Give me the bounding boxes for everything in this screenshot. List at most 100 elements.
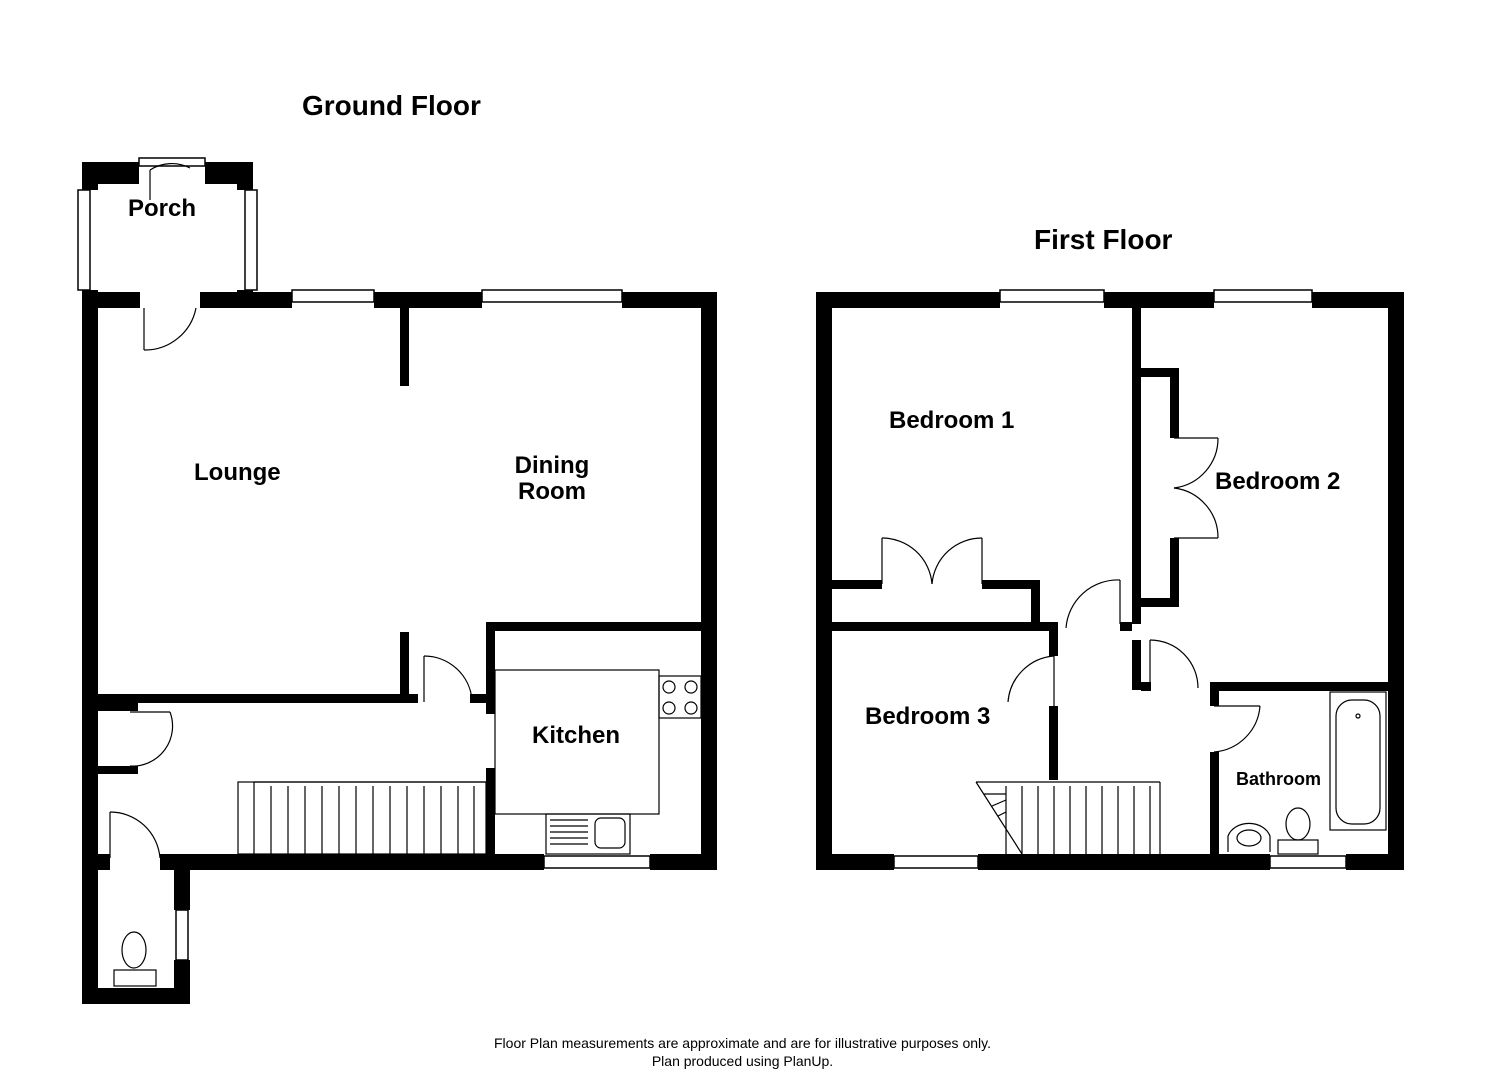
bed1-wardrobe-side [1031, 580, 1040, 624]
bath [1329, 691, 1387, 831]
ground-stair-treads [253, 782, 475, 854]
lounge-window [291, 289, 375, 303]
main-top-wall-3 [374, 292, 482, 308]
room-label-bedroom-2: Bedroom 2 [1215, 468, 1341, 495]
bed2-wardrobe-bottom [1141, 598, 1179, 607]
bathroom-window [1269, 855, 1347, 869]
kitchen-window [543, 855, 651, 869]
bed1-wardrobe-right [982, 580, 1040, 589]
toilet-bowl [121, 931, 147, 969]
porch-wall-left-top [82, 162, 98, 190]
bed1-door-swing [1065, 579, 1121, 629]
main-left-wall [82, 292, 98, 1004]
bed2-wardrobe-side-top [1170, 368, 1179, 438]
first-floor-title: First Floor [1034, 224, 1173, 255]
bed1-window [999, 289, 1105, 303]
porch-wall-right-top [237, 162, 253, 190]
lounge-dining-divider-top [400, 308, 409, 386]
bathroom-basin [1227, 822, 1271, 852]
main-top-wall-2 [200, 292, 292, 308]
dining-window [481, 289, 623, 303]
bed2-wardrobe-door-swing [1173, 437, 1219, 489]
bed2-wardrobe-top [1141, 368, 1179, 377]
ground-floor-windows [77, 157, 651, 961]
ff-bottom-wall-3 [1346, 854, 1404, 870]
wc-bottom-wall [82, 988, 190, 1004]
front-door-swing [149, 163, 191, 171]
wc-door-swing [109, 811, 161, 859]
toilet-cistern [113, 969, 157, 987]
hob-ring [662, 680, 676, 694]
room-label-bedroom-1: Bedroom 1 [889, 407, 1015, 434]
bed3-top-wall [832, 622, 1054, 631]
ff-top-wall-1 [816, 292, 1000, 308]
bed2-bottom-wall-left [1141, 682, 1151, 691]
ff-bottom-wall-2 [978, 854, 1270, 870]
lounge-dining-divider-bottom [400, 632, 409, 700]
ground-floor-plan [82, 162, 717, 1004]
basin-bowl [1236, 829, 1262, 847]
bed3-right-wall-bottom [1049, 706, 1058, 780]
ff-top-wall-3 [1312, 292, 1404, 308]
bed2-lower-divider [1132, 640, 1141, 690]
room-label-porch: Porch [128, 195, 197, 222]
cupboard-door-swing [129, 711, 174, 767]
room-label-bathroom: Bathroom [1236, 769, 1321, 789]
footer-disclaimer: Floor Plan measurements are approximate … [0, 1034, 1485, 1070]
bathroom-left-wall-top [1210, 682, 1219, 706]
sink-drainer [550, 819, 588, 845]
bed2-window [1213, 289, 1313, 303]
bed3-door-swing [1007, 655, 1055, 703]
room-label-kitchen: Kitchen [532, 722, 621, 749]
first-floor-windows [893, 289, 1347, 869]
bath-plug [1355, 713, 1361, 719]
ground-floor-fixtures [109, 163, 702, 987]
room-label-bedroom-3: Bedroom 3 [865, 703, 991, 730]
main-top-wall-4 [622, 292, 717, 308]
bed2-door-swing [1149, 639, 1199, 689]
footer-line-1: Floor Plan measurements are approximate … [494, 1035, 991, 1051]
room-label-lounge: Lounge [194, 459, 281, 486]
bed3-window [893, 855, 979, 869]
hob-ring [684, 680, 698, 694]
ground-stairs [237, 781, 487, 855]
wc-right-wall [174, 854, 190, 910]
porch-window-left [77, 189, 91, 291]
bed1-wardrobe-left [832, 580, 882, 589]
sink-bowl [594, 817, 626, 849]
main-bottom-wall-2 [650, 854, 717, 870]
bed2-wardrobe-side-bottom [1170, 538, 1179, 606]
dining-room-line-2: Room [518, 478, 586, 505]
bathroom-top-wall [1210, 682, 1388, 691]
cupboard-bottom-jamb [98, 766, 138, 774]
ff-stairs-winder [975, 781, 1023, 855]
wc-window [175, 909, 189, 961]
kitchen-top-wall [486, 622, 701, 631]
room-label-dining-room: Dining Room [502, 453, 602, 505]
bed3-right-wall-top [1049, 622, 1058, 656]
hob-ring [684, 701, 698, 715]
porch-door-swing [143, 307, 197, 351]
hall-door-jamb [470, 694, 486, 703]
ground-floor-title: Ground Floor [302, 90, 481, 121]
bathroom-left-wall-bottom [1210, 752, 1219, 854]
lounge-bottom-wall [98, 694, 418, 703]
ff-top-wall-2 [1104, 292, 1214, 308]
dining-room-line-1: Dining [514, 452, 590, 479]
kitchen-hob [658, 675, 702, 719]
bed1-bed2-divider [1132, 308, 1141, 624]
footer-line-2: Plan produced using PlanUp. [651, 1053, 834, 1069]
bath-inner [1335, 699, 1381, 825]
bathroom-door-swing [1213, 705, 1261, 753]
bed1-wardrobe-door-swing [931, 537, 983, 585]
ff-right-wall [1388, 292, 1404, 870]
wc-top-wall-left [98, 854, 110, 870]
main-right-wall [701, 292, 717, 870]
main-bottom-wall-1 [160, 854, 544, 870]
ff-left-wall [816, 292, 832, 870]
bed2-wardrobe-door-swing [1173, 487, 1219, 539]
bathroom-toilet-cistern [1277, 839, 1319, 855]
first-floor-plan [816, 292, 1404, 870]
kitchen-left-wall-bottom [486, 768, 495, 858]
